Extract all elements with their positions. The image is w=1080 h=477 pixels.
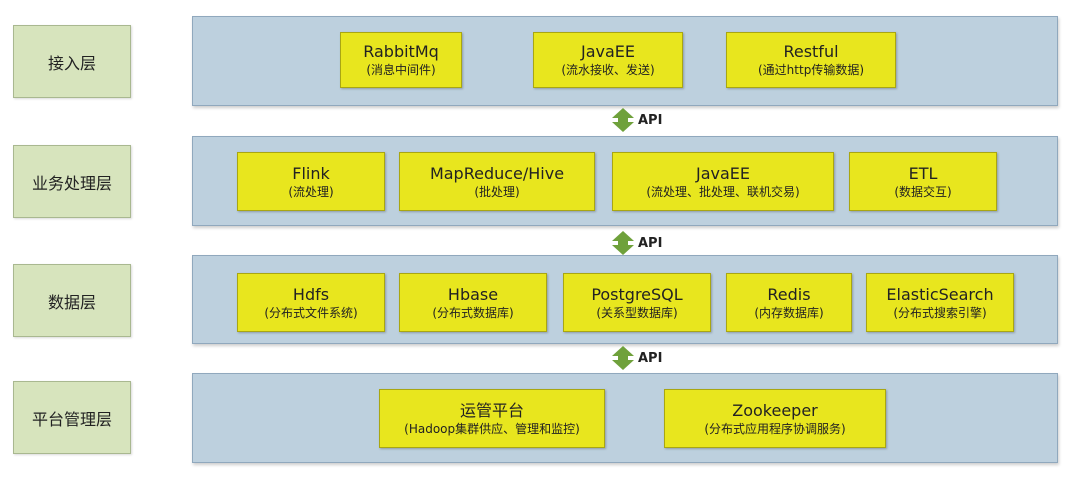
component-desc: (分布式搜索引擎) <box>893 305 987 320</box>
component-name: Flink <box>292 163 330 183</box>
component-desc: (Hadoop集群供应、管理和监控) <box>404 421 580 436</box>
layer-panel-access: RabbitMq (消息中间件) JavaEE (流水接收、发送) Restfu… <box>192 16 1058 106</box>
component-elasticsearch: ElasticSearch (分布式搜索引擎) <box>866 273 1014 332</box>
component-desc: (流水接收、发送) <box>561 63 655 77</box>
component-hdfs: Hdfs (分布式文件系统) <box>237 273 385 332</box>
layer-label-access: 接入层 <box>13 25 131 98</box>
api-label: API <box>638 350 663 366</box>
api-label: API <box>638 112 663 128</box>
component-flink: Flink (流处理) <box>237 152 385 211</box>
double-arrow-icon <box>612 108 634 132</box>
api-connector: API <box>612 231 662 255</box>
api-label: API <box>638 235 663 251</box>
component-rabbitmq: RabbitMq (消息中间件) <box>340 32 462 88</box>
double-arrow-icon <box>612 346 634 370</box>
component-desc: (流处理) <box>288 184 334 199</box>
component-desc: (批处理) <box>474 184 520 199</box>
component-name: Hbase <box>447 284 499 304</box>
component-redis: Redis (内存数据库) <box>726 273 852 332</box>
component-javaee-business: JavaEE (流处理、批处理、联机交易) <box>612 152 834 211</box>
component-name: PostgreSQL <box>591 284 683 304</box>
api-connector: API <box>612 346 662 370</box>
component-desc: (分布式应用程序协调服务) <box>704 421 846 436</box>
component-name: 运管平台 <box>459 400 524 420</box>
component-name: RabbitMq <box>363 42 439 61</box>
component-mapreduce-hive: MapReduce/Hive (批处理) <box>399 152 595 211</box>
component-name: Redis <box>767 284 811 304</box>
component-javaee-access: JavaEE (流水接收、发送) <box>533 32 683 88</box>
component-name: MapReduce/Hive <box>429 163 565 183</box>
component-hbase: Hbase (分布式数据库) <box>399 273 547 332</box>
component-desc: (内存数据库) <box>754 305 824 320</box>
api-connector: API <box>612 108 662 132</box>
layer-label-data: 数据层 <box>13 264 131 337</box>
component-name: Restful <box>783 42 839 61</box>
double-arrow-icon <box>612 231 634 255</box>
component-desc: (通过http传输数据) <box>758 63 864 77</box>
layer-panel-platform: 运管平台 (Hadoop集群供应、管理和监控) Zookeeper (分布式应用… <box>192 373 1058 463</box>
component-zookeeper: Zookeeper (分布式应用程序协调服务) <box>664 389 886 448</box>
component-restful: Restful (通过http传输数据) <box>726 32 896 88</box>
component-etl: ETL (数据交互) <box>849 152 997 211</box>
layer-label-business: 业务处理层 <box>13 145 131 218</box>
component-postgresql: PostgreSQL (关系型数据库) <box>563 273 711 332</box>
component-name: ETL <box>908 163 938 183</box>
component-name: Zookeeper <box>732 400 818 420</box>
component-desc: (数据交互) <box>894 184 952 199</box>
component-name: JavaEE <box>580 42 635 61</box>
layer-panel-data: Hdfs (分布式文件系统) Hbase (分布式数据库) PostgreSQL… <box>192 255 1058 344</box>
component-desc: (关系型数据库) <box>596 305 678 320</box>
layer-label-platform: 平台管理层 <box>13 381 131 454</box>
component-desc: (消息中间件) <box>366 63 436 77</box>
component-desc: (流处理、批处理、联机交易) <box>646 184 800 199</box>
component-desc: (分布式文件系统) <box>264 305 358 320</box>
component-name: JavaEE <box>695 163 750 183</box>
component-name: ElasticSearch <box>886 284 994 304</box>
component-ops-platform: 运管平台 (Hadoop集群供应、管理和监控) <box>379 389 605 448</box>
component-desc: (分布式数据库) <box>432 305 514 320</box>
component-name: Hdfs <box>292 284 330 304</box>
layer-panel-business: Flink (流处理) MapReduce/Hive (批处理) JavaEE … <box>192 136 1058 226</box>
